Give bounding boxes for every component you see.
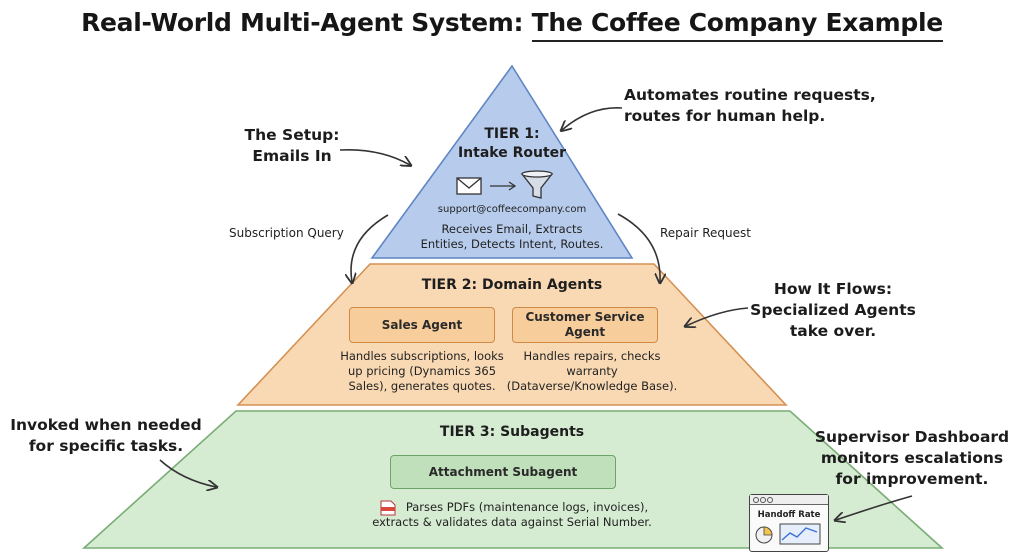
- arrow-setup: [339, 148, 410, 165]
- note-setup: The Setup: Emails In: [232, 125, 352, 167]
- title-prefix: Real-World Multi-Agent System:: [81, 8, 532, 37]
- dashboard-title-bar: [750, 495, 828, 505]
- service-desc-line: Handles repairs, checks: [523, 349, 661, 363]
- sales-desc-line: Sales), generates quotes.: [348, 379, 496, 393]
- tier3-title: TIER 3: Subagents: [439, 424, 585, 440]
- dashboard-label: Handoff Rate: [757, 510, 821, 520]
- arrow-supervisor: [836, 495, 913, 520]
- arrow-invoked: [159, 459, 216, 487]
- page-title: Real-World Multi-Agent System: The Coffe…: [0, 8, 1024, 42]
- note-flows-line: take over.: [789, 322, 877, 340]
- dashboard-charts: [755, 523, 821, 545]
- service-desc-line: warranty: [566, 364, 618, 378]
- tier1-title-line: TIER 1:: [484, 126, 540, 142]
- attachment-subagent-desc: Parses PDFs (maintenance logs, invoices)…: [362, 500, 662, 530]
- customer-service-label-line: Agent: [564, 325, 606, 339]
- envelope-icon: [456, 177, 482, 195]
- tier1-desc-line: Entities, Detects Intent, Routes.: [420, 237, 604, 251]
- note-invoked: Invoked when needed for specific tasks.: [6, 415, 206, 457]
- arrow-automates: [562, 107, 623, 130]
- tier1-desc-line: Receives Email, Extracts: [441, 222, 583, 236]
- note-supervisor-line: for improvement.: [835, 470, 989, 488]
- note-setup-line: Emails In: [252, 147, 332, 165]
- tier1-desc: Receives Email, Extracts Entities, Detec…: [392, 222, 632, 252]
- arrow-flows: [686, 307, 749, 326]
- arrow-right-icon: [490, 181, 517, 191]
- subagent-desc-line: extracts & validates data against Serial…: [372, 515, 652, 529]
- label-subscription-query: Subscription Query: [229, 226, 344, 240]
- customer-service-agent-box: Customer Service Agent: [512, 307, 658, 343]
- note-flows: How It Flows: Specialized Agents take ov…: [740, 279, 926, 342]
- note-automates-line: Automates routine requests,: [624, 86, 876, 104]
- service-desc-line: (Dataverse/Knowledge Base).: [506, 379, 678, 393]
- arrow-repair: [617, 213, 660, 282]
- dashboard-dot-icon: [760, 497, 766, 503]
- tier1-title-line: Intake Router: [457, 145, 567, 161]
- line-chart-icon: [779, 523, 821, 545]
- note-supervisor: Supervisor Dashboard monitors escalation…: [812, 427, 1012, 490]
- funnel-icon: [520, 170, 554, 199]
- attachment-subagent-label: Attachment Subagent: [428, 465, 578, 479]
- tier1-shape: [370, 64, 634, 259]
- customer-service-desc: Handles repairs, checks warranty (Datave…: [500, 349, 684, 394]
- note-supervisor-line: Supervisor Dashboard: [814, 428, 1010, 446]
- label-repair-request: Repair Request: [660, 226, 751, 240]
- note-invoked-line: for specific tasks.: [28, 437, 184, 455]
- tier1-email: support@coffeecompany.com: [437, 204, 587, 215]
- sales-agent-box: Sales Agent: [349, 307, 495, 343]
- sales-desc-line: up pricing (Dynamics 365: [347, 364, 497, 378]
- tier2-title: TIER 2: Domain Agents: [421, 277, 603, 293]
- dashboard-dot-icon: [753, 497, 759, 503]
- sales-agent-label: Sales Agent: [381, 317, 463, 332]
- pie-chart-icon: [755, 526, 773, 544]
- subagent-desc-line: Parses PDFs (maintenance logs, invoices)…: [405, 500, 649, 514]
- attachment-subagent-box: Attachment Subagent: [390, 455, 616, 489]
- sales-desc-line: Handles subscriptions, looks: [340, 349, 504, 363]
- sales-agent-desc: Handles subscriptions, looks up pricing …: [330, 349, 514, 394]
- arrow-subscription: [351, 214, 389, 282]
- note-flows-line: How It Flows:: [773, 280, 893, 298]
- note-flows-line: Specialized Agents: [750, 301, 916, 319]
- pdf-icon: [380, 500, 396, 516]
- tier1-title: TIER 1: Intake Router: [432, 125, 592, 163]
- note-automates-line: routes for human help.: [624, 107, 826, 125]
- note-automates: Automates routine requests, routes for h…: [624, 85, 876, 127]
- note-invoked-line: Invoked when needed: [10, 416, 202, 434]
- supervisor-dashboard-icon: Handoff Rate: [749, 494, 829, 552]
- note-setup-line: The Setup:: [244, 126, 340, 144]
- note-supervisor-line: monitors escalations: [820, 449, 1004, 467]
- title-underlined: The Coffee Company Example: [531, 8, 943, 42]
- dashboard-dot-icon: [767, 497, 773, 503]
- customer-service-label-line: Customer Service: [525, 310, 645, 324]
